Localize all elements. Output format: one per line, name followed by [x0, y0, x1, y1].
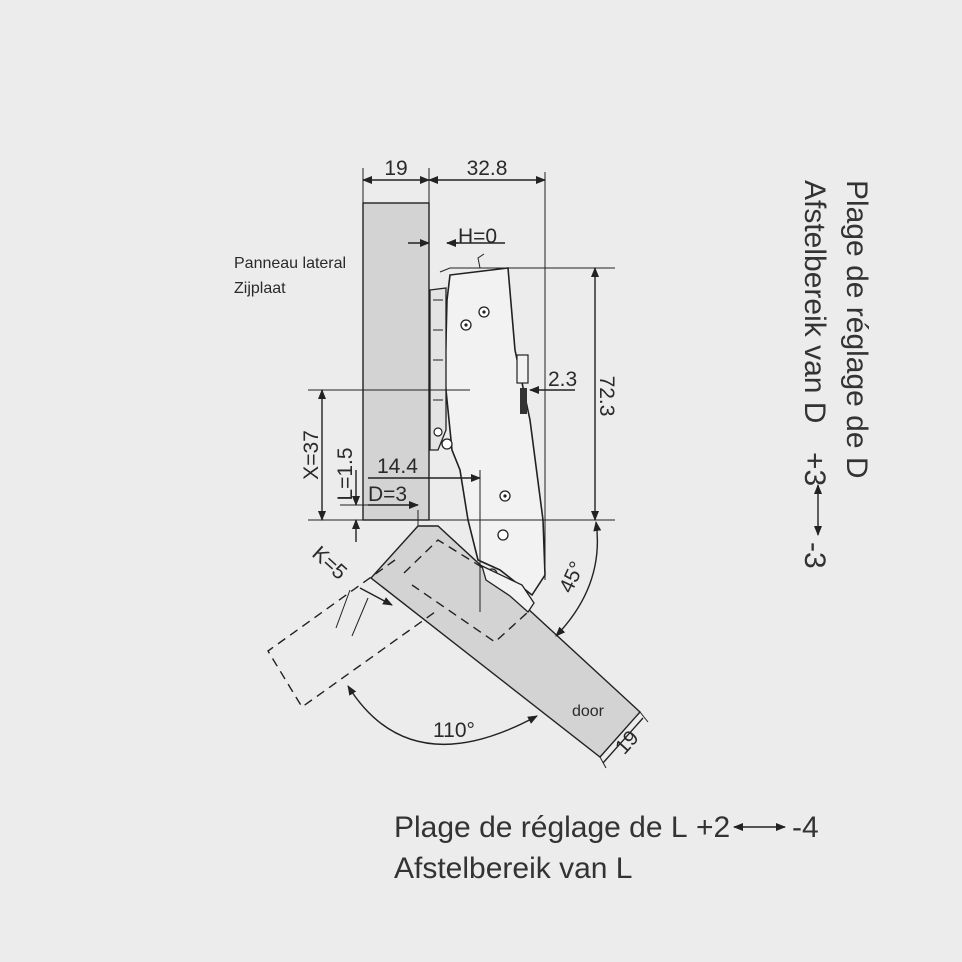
screw: [433, 427, 443, 437]
range-d-plus: +3: [798, 452, 831, 486]
range-l-line1: Plage de réglage de L: [394, 811, 688, 844]
range-l-line2: Afstelbereik van L: [394, 852, 632, 885]
hinge-cup: [480, 564, 535, 613]
label-panel-fr: Panneau lateral: [234, 255, 346, 272]
mounting-plate: [429, 287, 447, 451]
screw: [497, 529, 509, 541]
label-panel-nl: Zijplaat: [234, 280, 286, 297]
dim-l: L=1.5: [334, 447, 357, 500]
side-panel: [362, 202, 430, 521]
range-d-line2: Afstelbereik van D: [798, 180, 831, 423]
range-d-line1: Plage de réglage de D: [840, 180, 873, 479]
dim-offset: 2.3: [548, 368, 577, 391]
dim-angle-45: 45°: [555, 558, 589, 597]
dim-x: X=37: [300, 430, 323, 480]
label-door: door: [572, 703, 605, 720]
dim-angle-110: 110°: [433, 719, 475, 742]
range-l-plus: +2: [696, 811, 730, 844]
dim-height: 72.3: [595, 376, 618, 417]
dim-cup-distance: 32.8: [467, 157, 508, 180]
dim-panel-thickness: 19: [384, 157, 407, 180]
range-l-minus: -4: [792, 811, 819, 844]
range-d-minus: -3: [798, 542, 831, 569]
door-panel: [369, 525, 641, 758]
screw: [441, 438, 453, 450]
door-110-dashed: [267, 559, 436, 709]
dim-h: H=0: [458, 225, 497, 248]
dim-d: D=3: [368, 483, 407, 506]
dim-depth: 14.4: [377, 455, 418, 478]
dim-k: K=5: [308, 542, 352, 584]
adjustment-cam: [516, 354, 529, 384]
